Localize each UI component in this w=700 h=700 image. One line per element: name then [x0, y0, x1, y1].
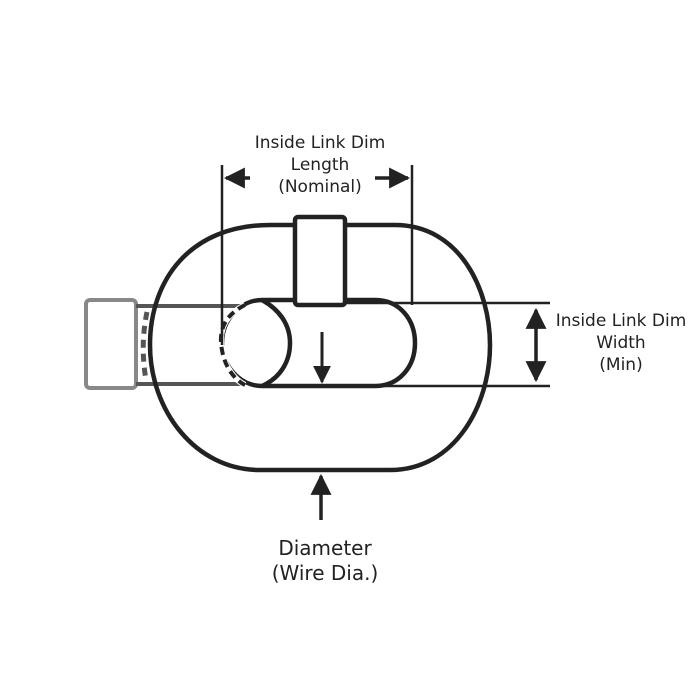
length-label: Inside Link Dim Length (Nominal): [254, 133, 386, 197]
link-weld: [292, 214, 348, 308]
diameter-label: Diameter (Wire Dia.): [271, 536, 379, 585]
link-inner: [219, 297, 418, 389]
width-label: Inside Link Dim Width (Min): [555, 311, 687, 375]
adjacent-link: [0, 298, 245, 390]
link-outer: [147, 222, 493, 473]
